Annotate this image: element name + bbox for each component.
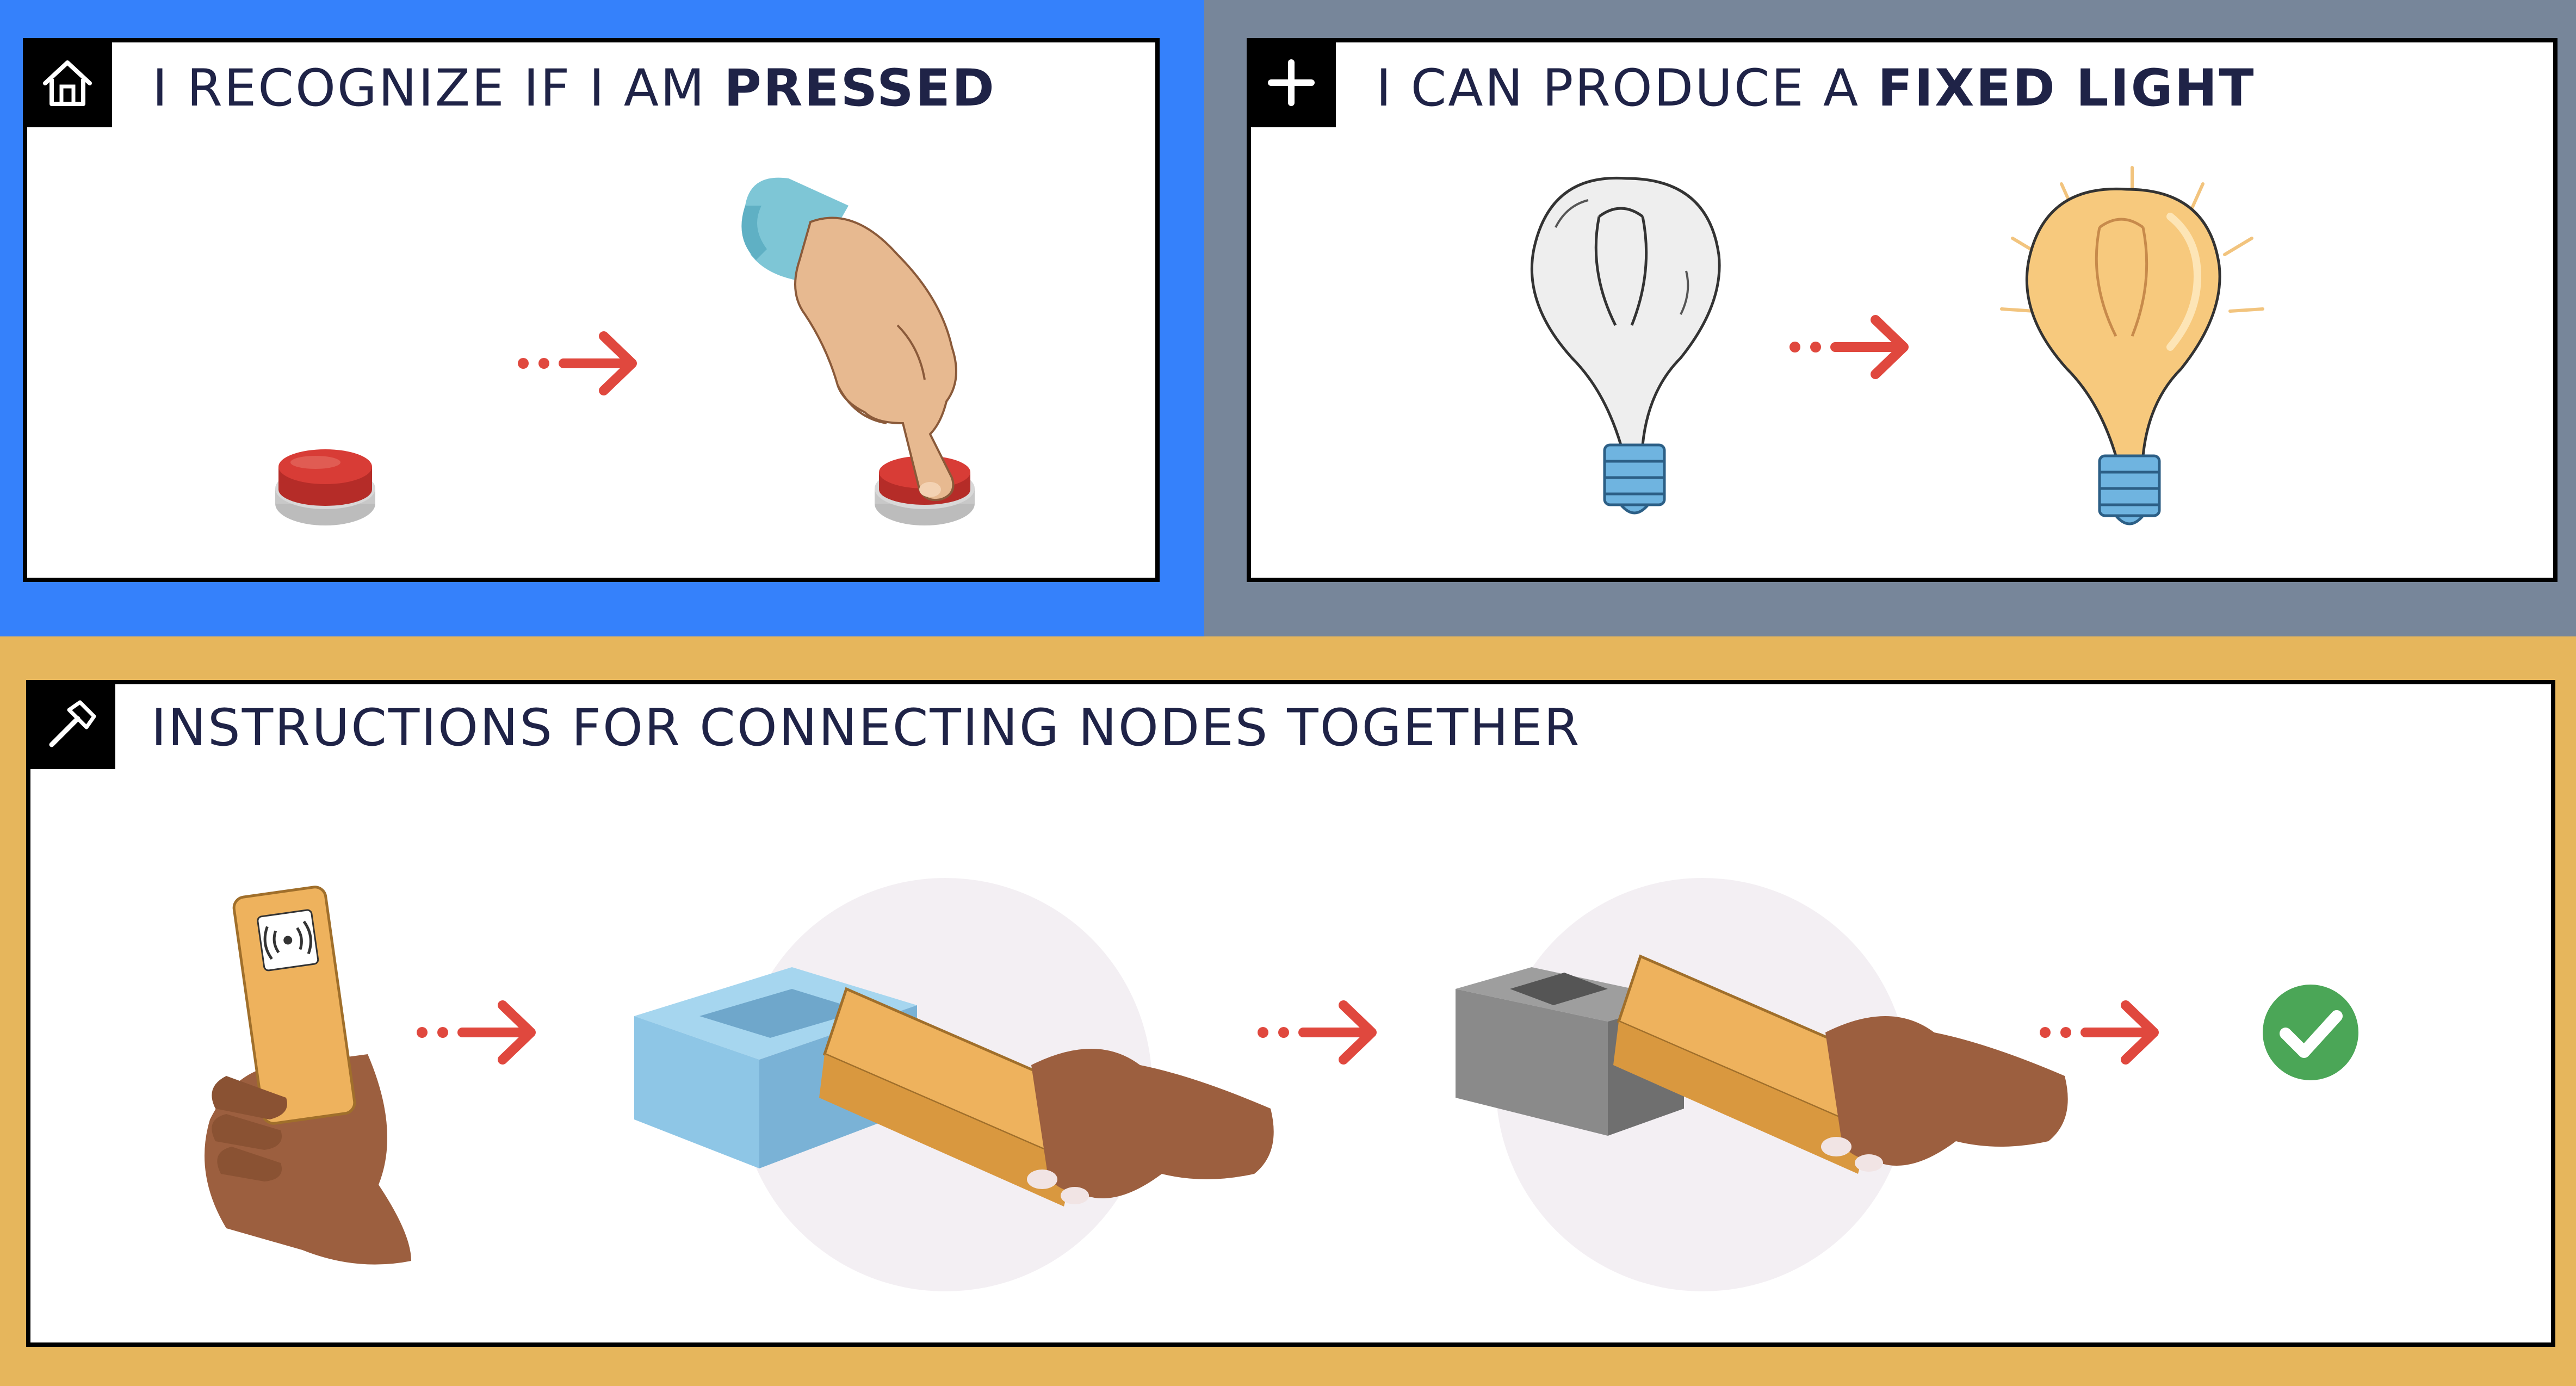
plus-icon (1247, 38, 1336, 127)
arrow-icon (2040, 1000, 2159, 1065)
connect-blue-node-step (634, 878, 1274, 1291)
arrow-icon (1789, 315, 1909, 379)
home-icon (23, 38, 112, 127)
instructions-panel: INSTRUCTIONS FOR CONNECTING NODES TOGETH… (26, 680, 2555, 1347)
hand-holding-nfc-device (205, 886, 411, 1265)
pressed-panel-title: I RECOGNIZE IF I AM PRESSED (152, 59, 996, 119)
pressed-panel: I RECOGNIZE IF I AM PRESSED (23, 38, 1160, 582)
arrow-icon (417, 1000, 536, 1065)
arrow-icon (1258, 1000, 1377, 1065)
red-button-unpressed (275, 449, 375, 525)
finger-hand-icon (741, 177, 957, 501)
title-prefix: I CAN PRODUCE A (1376, 59, 1878, 118)
light-panel: I CAN PRODUCE A FIXED LIGHT (1247, 38, 2558, 582)
instructions-panel-title: INSTRUCTIONS FOR CONNECTING NODES TOGETH… (151, 698, 1581, 758)
arrow-icon (518, 331, 637, 395)
connect-gray-node-step (1456, 878, 2068, 1291)
hammer-icon (26, 680, 115, 769)
lightbulb-off-icon (1530, 176, 1721, 515)
lightbulb-on-icon (2000, 166, 2264, 525)
nfc-signal-icon (263, 920, 312, 960)
light-panel-title: I CAN PRODUCE A FIXED LIGHT (1376, 59, 2255, 119)
check-success-icon (2263, 985, 2358, 1080)
title-prefix: I RECOGNIZE IF I AM (152, 59, 725, 118)
title-emphasis: PRESSED (724, 59, 996, 118)
title-emphasis: FIXED LIGHT (1878, 59, 2256, 118)
